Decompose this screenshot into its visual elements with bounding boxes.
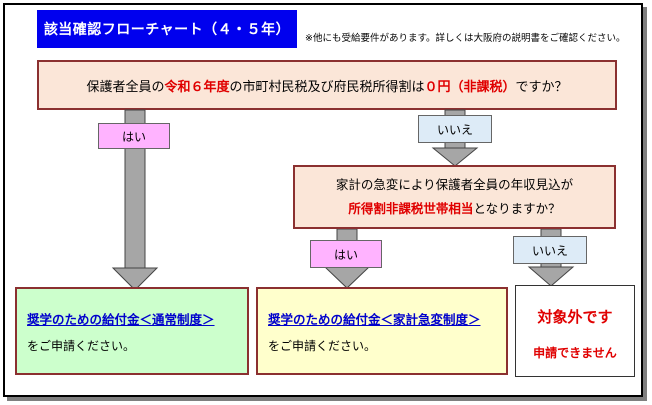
result-sudden-title[interactable]: 奨学のための給付金＜家計急変制度＞ bbox=[268, 312, 481, 327]
no-label-2: いいえ bbox=[513, 236, 587, 264]
result-ineligible-title: 対象外です bbox=[537, 308, 613, 326]
arrow-yes-1 bbox=[111, 109, 159, 291]
yes-label-1: はい bbox=[98, 123, 170, 149]
yes-label-2: はい bbox=[310, 240, 382, 268]
q1-prefix: 保護者全員の bbox=[86, 79, 165, 95]
q2-line-2: 所得割非課税世帯相当となりますか？ bbox=[348, 197, 560, 221]
q1-middle: の市町村民税及び府民税所得割は bbox=[229, 79, 425, 95]
result-ineligible: 対象外です 申請できません bbox=[515, 285, 635, 377]
no-label-1: いいえ bbox=[418, 115, 492, 143]
question-2-box: 家計の急変により保護者全員の年収見込が 所得割非課税世帯相当となりますか？ bbox=[293, 165, 616, 229]
q1-fiscal-year: 令和６年度 bbox=[164, 79, 230, 95]
result-regular-sub: をご申請ください。 bbox=[27, 339, 136, 353]
flowchart-title: 該当確認フローチャート（４・５年） bbox=[37, 10, 297, 48]
result-ineligible-sub: 申請できません bbox=[533, 346, 617, 360]
q1-zero-tax: ０円（非課税） bbox=[424, 79, 516, 95]
q1-suffix: ですか？ bbox=[515, 79, 568, 95]
result-regular: 奨学のための給付金＜通常制度＞ をご申請ください。 bbox=[15, 287, 249, 375]
q2-line-1: 家計の急変により保護者全員の年収見込が bbox=[335, 177, 574, 193]
q2-highlight: 所得割非課税世帯相当 bbox=[348, 201, 474, 216]
eligibility-note: ※他にも受給要件があります。詳しくは大阪府の説明書をご確認ください。 bbox=[305, 33, 626, 44]
result-regular-title[interactable]: 奨学のための給付金＜通常制度＞ bbox=[27, 312, 215, 327]
q2-line-2-suffix: となりますか？ bbox=[473, 201, 561, 216]
result-sudden-sub: をご申請ください。 bbox=[268, 339, 377, 353]
result-sudden-change: 奨学のための給付金＜家計急変制度＞ をご申請ください。 bbox=[256, 287, 508, 375]
